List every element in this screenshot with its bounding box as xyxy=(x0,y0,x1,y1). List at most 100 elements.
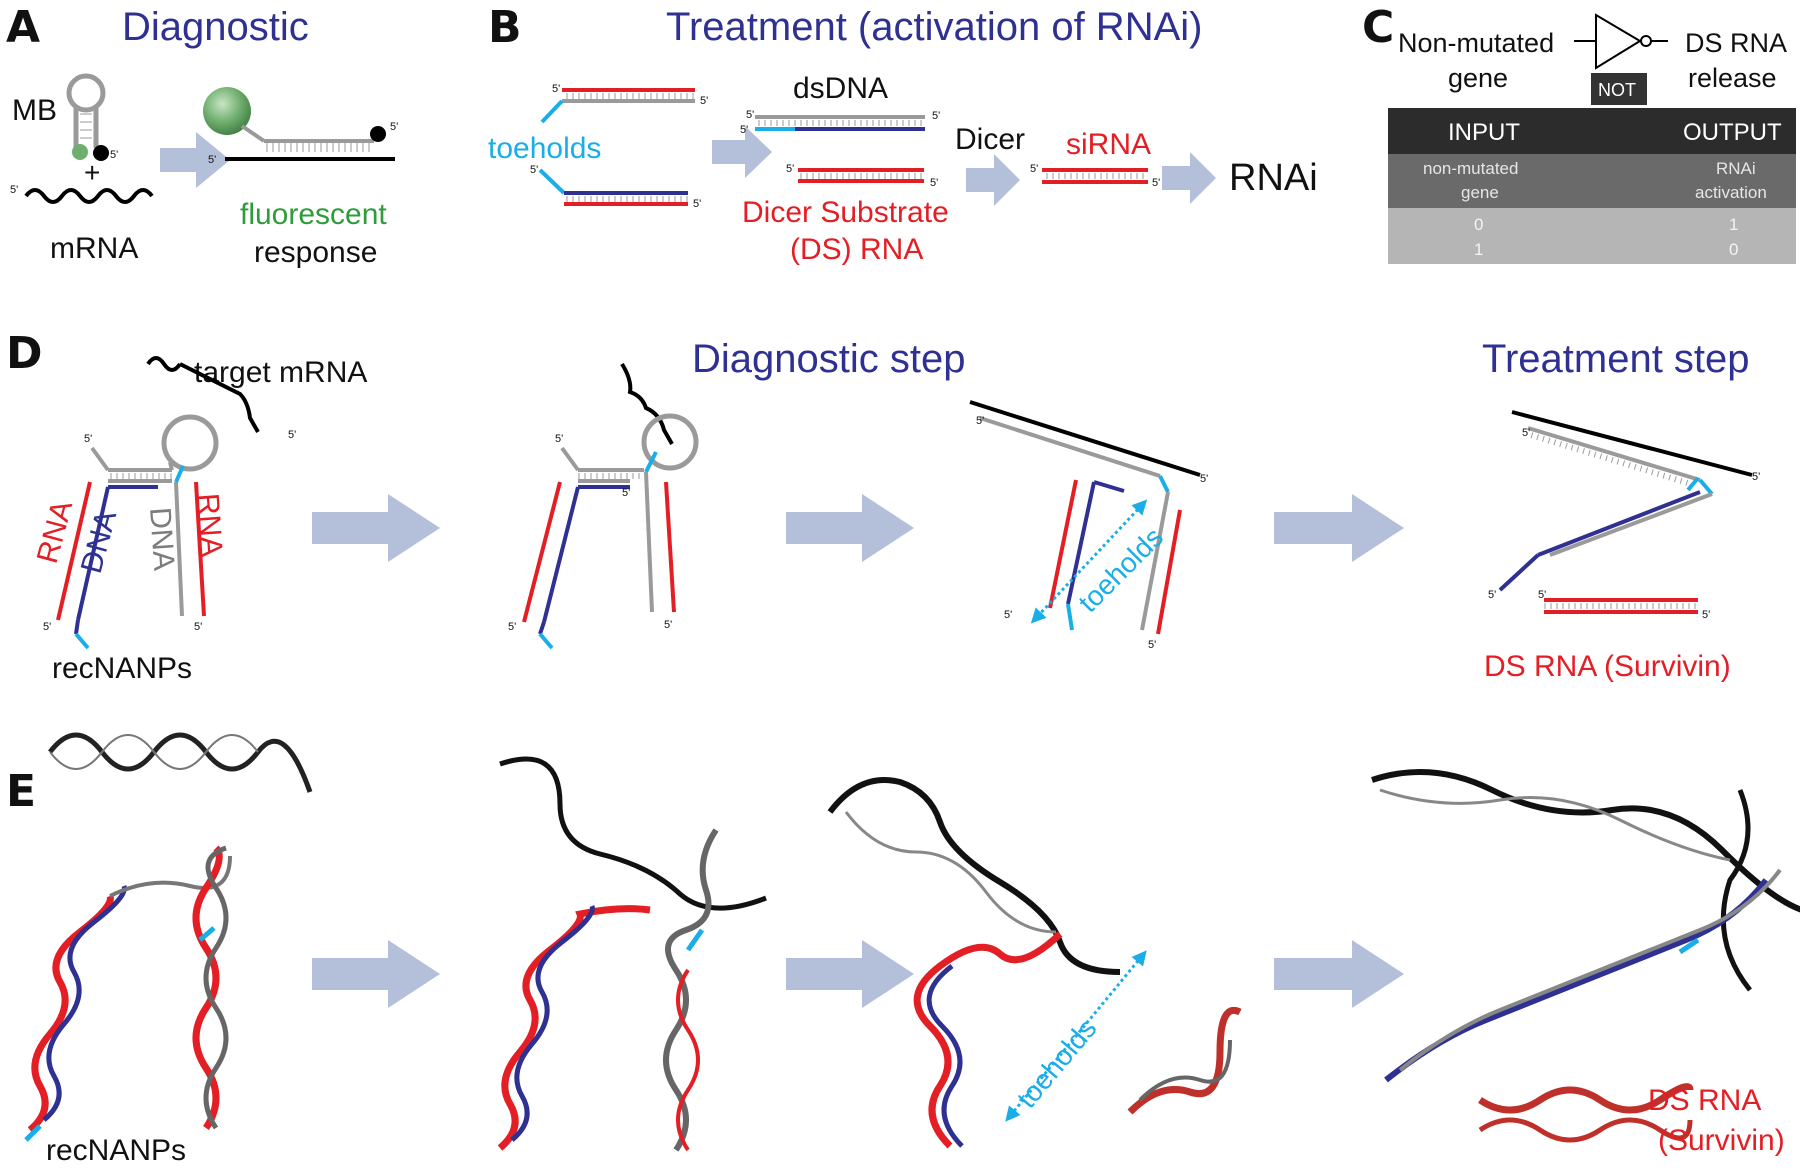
prime-mark: 5' xyxy=(208,154,216,166)
prime-mark: 5' xyxy=(508,621,516,633)
helix-model-e4 xyxy=(1371,769,1800,1143)
recnanp-d2 xyxy=(522,362,699,650)
base-pairs xyxy=(562,93,695,99)
arrow-icon xyxy=(160,132,230,188)
base-pairs xyxy=(564,196,688,202)
output-label-1: DS RNA xyxy=(1685,28,1787,58)
table-subheader: RNAi xyxy=(1716,159,1756,178)
toeholds-label: toeholds xyxy=(1011,1013,1103,1114)
fluorescent-label: fluorescent xyxy=(240,198,387,231)
prime-mark: 5' xyxy=(1152,177,1160,189)
arrow-icon xyxy=(312,940,440,1008)
prime-mark: 5' xyxy=(1488,589,1496,601)
panel-letter-b: B xyxy=(488,2,522,53)
prime-mark: 5' xyxy=(555,433,563,445)
survivin-label: (Survivin) xyxy=(1658,1124,1785,1157)
prime-mark: 5' xyxy=(932,110,940,122)
helix-model-e2 xyxy=(497,756,767,1152)
not-gate-icon xyxy=(1574,13,1668,70)
molecular-beacon-icon xyxy=(66,73,109,161)
base-pairs xyxy=(264,143,374,152)
table-cell: 0 xyxy=(1729,240,1738,259)
arrow-icon xyxy=(312,494,440,562)
prime-mark: 5' xyxy=(740,124,748,136)
recnanps-label: recNANPs xyxy=(52,652,192,685)
recnanp-d1 xyxy=(56,414,219,650)
panel-letter-a: A xyxy=(6,2,40,53)
panel-a: A Diagnostic MB 5' + 5' mRNA 5' 5' fluor… xyxy=(6,2,398,269)
toehold-strand xyxy=(538,168,566,195)
table-header-row xyxy=(1388,108,1796,154)
prime-mark: 5' xyxy=(664,619,672,631)
prime-mark: 5' xyxy=(1752,471,1760,483)
table-subheader: non-mutated xyxy=(1423,159,1518,178)
prime-mark: 5' xyxy=(10,184,18,196)
target-mrna-wave-icon xyxy=(146,356,260,433)
toehold-strand xyxy=(540,99,564,124)
quencher-icon xyxy=(370,126,386,142)
table-subheader: gene xyxy=(1461,183,1499,202)
arrow-icon xyxy=(786,494,914,562)
helix-model-e1 xyxy=(24,732,313,1142)
fluorophore-icon xyxy=(203,87,251,135)
gate-badge xyxy=(1591,73,1647,105)
base-pairs xyxy=(755,120,925,126)
dsdna-label: dsDNA xyxy=(793,72,888,105)
table-cell: 1 xyxy=(1729,215,1738,234)
table-subheader-row xyxy=(1388,154,1796,208)
prime-mark: 5' xyxy=(1148,639,1156,651)
truth-table: INPUT OUTPUT non-mutated gene RNAi activ… xyxy=(1388,108,1796,264)
output-label-2: release xyxy=(1688,63,1777,93)
plus-sign: + xyxy=(84,157,100,188)
mrna-wave-icon xyxy=(24,188,154,204)
arrow-icon xyxy=(786,940,914,1008)
sirna-label: siRNA xyxy=(1066,128,1151,161)
arrow-icon xyxy=(1274,494,1404,562)
prime-mark: 5' xyxy=(1702,609,1710,621)
treatment-step-title: Treatment step xyxy=(1482,337,1750,381)
arrow-icon xyxy=(1162,152,1216,204)
prime-mark: 5' xyxy=(43,621,51,633)
ds-rna-label: (DS) RNA xyxy=(790,233,923,266)
table-body xyxy=(1388,208,1796,264)
dicer-substrate-label: Dicer Substrate xyxy=(742,196,949,229)
mrna-label: mRNA xyxy=(50,232,138,265)
gate-label: NOT xyxy=(1598,80,1636,100)
beacon-open-stem xyxy=(240,124,266,143)
prime-mark: 5' xyxy=(194,621,202,633)
panel-a-title: Diagnostic xyxy=(122,5,309,49)
prime-mark: 5' xyxy=(622,487,630,499)
table-header: OUTPUT xyxy=(1683,119,1782,146)
recnanp-d3 xyxy=(969,400,1201,635)
input-label-2: gene xyxy=(1448,63,1508,93)
input-label-1: Non-mutated xyxy=(1398,28,1554,58)
table-header: INPUT xyxy=(1448,119,1520,146)
prime-mark: 5' xyxy=(552,83,560,95)
toeholds-label: toeholds xyxy=(488,132,601,165)
dicer-label: Dicer xyxy=(955,123,1025,156)
prime-mark: 5' xyxy=(288,429,296,441)
arrow-icon xyxy=(966,154,1020,206)
diagnostic-step-title: Diagnostic step xyxy=(692,337,965,381)
prime-mark: 5' xyxy=(976,415,984,427)
prime-mark: 5' xyxy=(930,177,938,189)
base-pairs xyxy=(798,173,924,179)
recnanp-d4 xyxy=(1498,410,1753,614)
panel-e: E recNANPs xyxy=(6,732,1800,1167)
panel-letter-c: C xyxy=(1362,2,1394,53)
prime-mark: 5' xyxy=(1200,473,1208,485)
prime-mark: 5' xyxy=(1522,427,1530,439)
dna-label: DNA xyxy=(143,506,180,571)
table-cell: 1 xyxy=(1474,240,1483,259)
prime-mark: 5' xyxy=(530,164,538,176)
prime-mark: 5' xyxy=(700,95,708,107)
prime-mark: 5' xyxy=(390,121,398,133)
ds-rna-survivin-label: DS RNA (Survivin) xyxy=(1484,650,1731,683)
rnai-label: RNAi xyxy=(1229,157,1318,199)
panel-b: B Treatment (activation of RNAi) 5' 5' t… xyxy=(488,2,1318,266)
prime-mark: 5' xyxy=(693,198,701,210)
prime-mark: 5' xyxy=(1004,609,1012,621)
response-label: response xyxy=(254,236,377,269)
panel-letter-e: E xyxy=(6,766,36,817)
